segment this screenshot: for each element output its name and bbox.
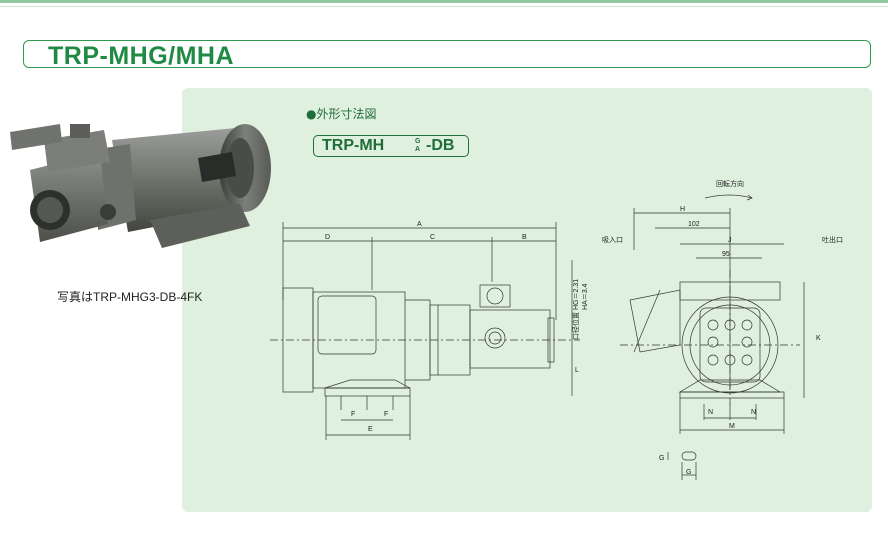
inlet-label: 吸入口 xyxy=(602,236,623,244)
dim-label-f-left: F xyxy=(351,411,355,418)
model-suffix: -DB xyxy=(426,137,455,154)
page-title: TRP-MHG/MHA xyxy=(48,42,235,70)
dim-label-n-left: N xyxy=(708,409,713,416)
photo-caption: 写真はTRP-MHG3-DB-4FK xyxy=(57,290,203,304)
model-badge: TRP-MH G A -DB xyxy=(313,135,469,157)
port-value-hg: HG＝2.31 xyxy=(573,279,580,310)
dim-label-g-vertical: G xyxy=(659,455,664,462)
title-bar: TRP-MHG/MHA xyxy=(23,40,871,70)
top-rule xyxy=(0,0,888,3)
dim-label-m: M xyxy=(729,423,735,430)
dim-label-h: H xyxy=(680,206,685,213)
product-photo xyxy=(10,124,271,248)
dim-label-c: C xyxy=(430,234,435,241)
outlet-label: 吐出口 xyxy=(822,235,843,244)
dim-label-g-horizontal: G xyxy=(686,469,691,476)
dim-label-k: K xyxy=(816,335,821,342)
dim-label-b: B xyxy=(522,234,527,241)
dim-label-j: J xyxy=(728,237,732,244)
model-base: TRP-MH xyxy=(322,137,385,154)
port-position-group: 口径位置 HG＝2.31 HA＝3.4 xyxy=(571,279,589,340)
dim-label-102: 102 xyxy=(688,221,700,228)
rotation-label: 回転方向 xyxy=(716,179,744,188)
dim-label-95: 95 xyxy=(722,251,730,258)
dim-label-a: A xyxy=(417,221,422,228)
dim-label-d: D xyxy=(325,234,330,241)
dim-label-l: L xyxy=(575,367,579,374)
port-position-label: 口径位置 xyxy=(571,312,580,340)
dim-label-f-right: F xyxy=(384,411,388,418)
dim-label-n-right: N xyxy=(751,409,756,416)
side-view xyxy=(270,222,580,440)
port-value-ha: HA＝3.4 xyxy=(582,283,589,310)
section-label: ●外形寸法図 xyxy=(306,107,377,121)
top-rule-secondary xyxy=(0,6,888,7)
model-subscript: A xyxy=(415,146,421,153)
model-superscript: G xyxy=(415,138,421,145)
end-view xyxy=(620,194,805,480)
dim-label-e: E xyxy=(368,426,373,433)
